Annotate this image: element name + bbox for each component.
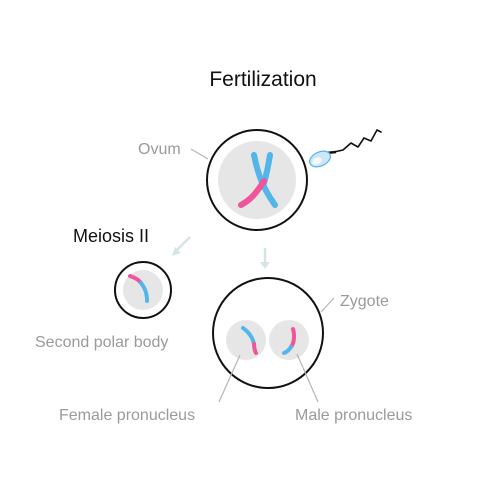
arrow-to-polar-body-shaft [175,236,191,252]
polar-body-label: Second polar body [35,334,168,351]
arrow-to-polar-body-head [172,247,181,256]
sperm-tail [333,129,382,153]
zygote-membrane [212,277,324,389]
ovum [206,129,308,231]
male-pronucleus [269,320,309,360]
zygote-label: Zygote [340,293,389,310]
ovum-label: Ovum [138,141,181,158]
male-pronucleus-chromosome-blue [282,345,293,355]
sperm-icon [309,129,382,168]
male-pronucleus-leader-line [296,353,319,403]
diagram-title: Fertilization [209,68,316,91]
meiosis-label: Meiosis II [73,226,149,246]
zygote [212,277,324,389]
female-pronucleus-leader-line [218,354,241,403]
ovum-leader-line [190,148,209,160]
second-polar-body [114,261,172,319]
female-pronucleus-label: Female pronucleus [59,407,195,424]
zygote-leader-line [320,297,335,313]
male-pronucleus-label: Male pronucleus [295,407,412,424]
arrow-to-zygote-head [260,262,270,269]
arrow-down-icon [260,248,270,269]
sperm-head-highlight [312,157,322,165]
female-pronucleus [226,320,266,360]
ovum-nucleus [218,141,296,219]
polar-body-chromosome-blue [139,281,149,303]
ovum-chromosome-pink [238,178,267,208]
female-pronucleus-chromosome-pink [252,342,258,355]
arrow-down-icon [172,236,191,256]
